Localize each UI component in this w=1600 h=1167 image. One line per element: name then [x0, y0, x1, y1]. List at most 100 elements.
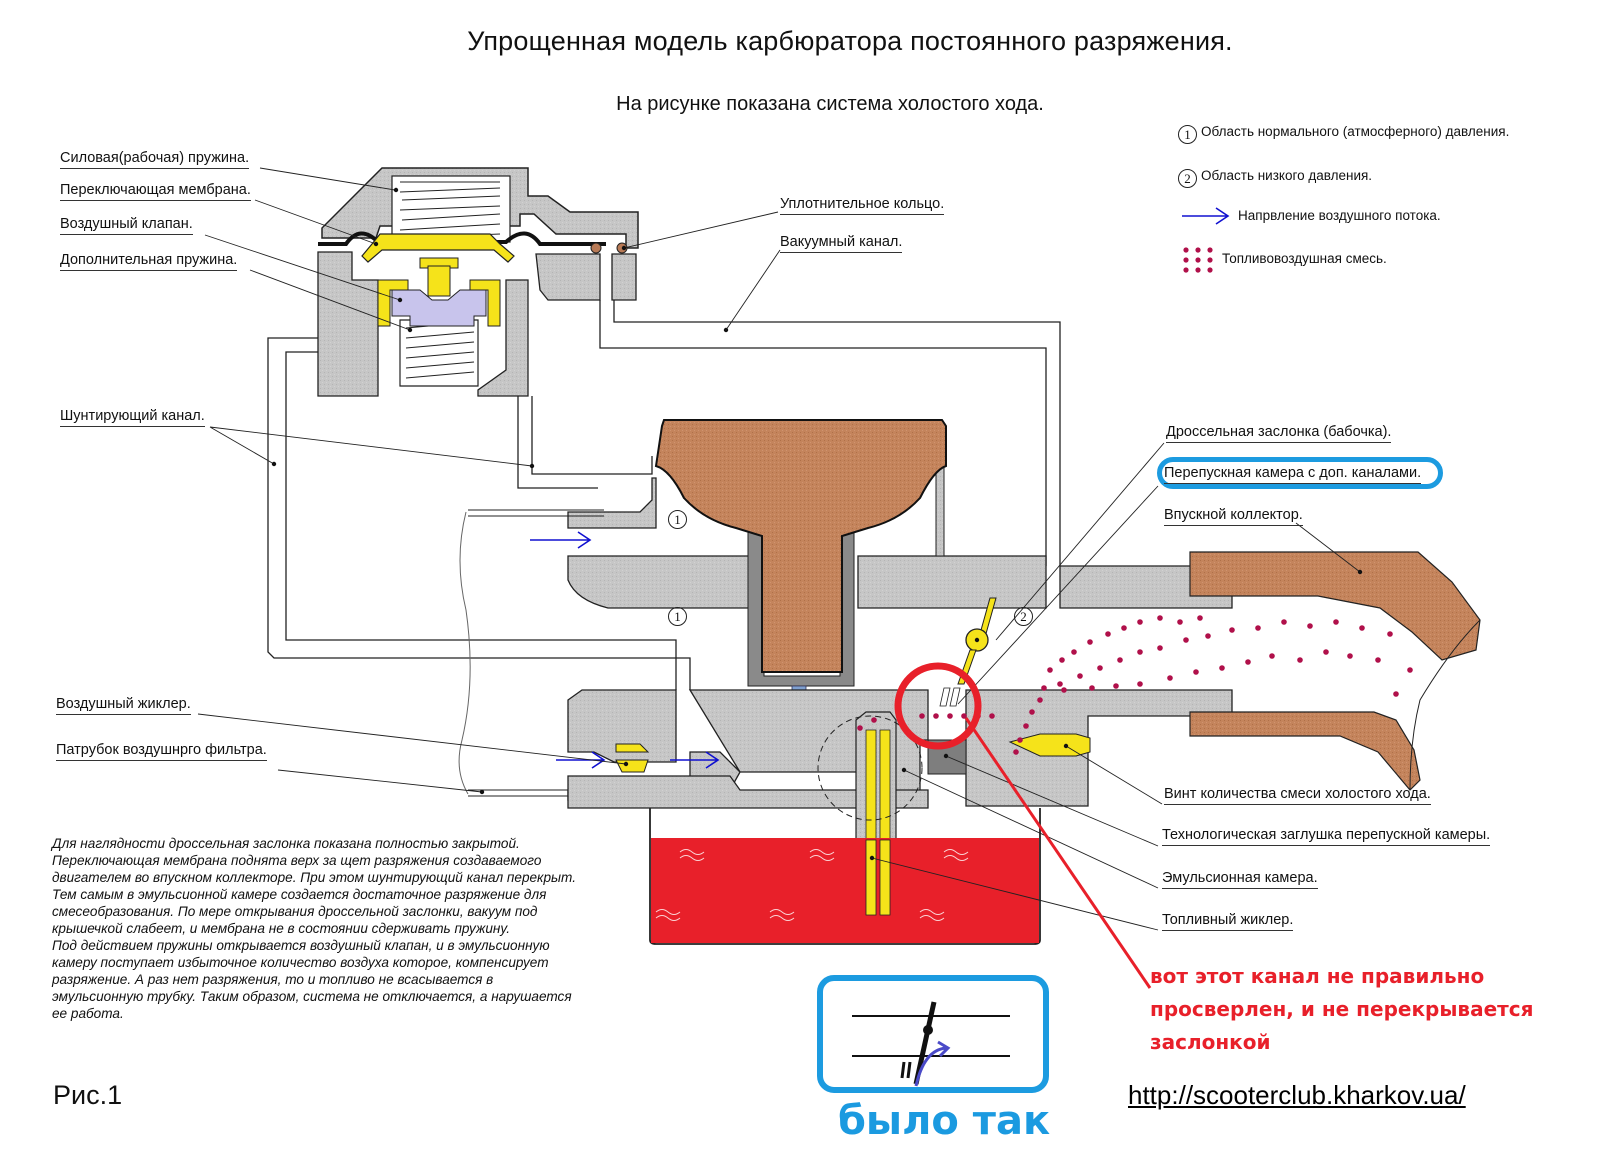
power-spring	[391, 175, 511, 243]
air-valve	[361, 233, 515, 327]
mixture-dot	[1071, 649, 1077, 655]
mixture-dot	[1057, 681, 1063, 687]
o-rings	[590, 242, 628, 254]
mixture-dot	[1077, 673, 1083, 679]
mixture-dot	[1097, 665, 1103, 671]
region-marker-1-lower: 1	[668, 605, 691, 626]
leader-lines	[197, 167, 1361, 931]
label-air-jet: Воздушный жиклер.	[56, 696, 191, 715]
mixture-dot	[871, 717, 877, 723]
mixture-dot	[1183, 637, 1189, 643]
mixture-dot	[1089, 685, 1095, 691]
mixture-dot	[933, 713, 939, 719]
highlight-box	[1157, 457, 1443, 489]
mixture-dot	[1219, 665, 1225, 671]
mixture-dot	[1281, 619, 1287, 625]
mixture-dot	[1297, 657, 1303, 663]
circled-2-icon: 2	[1178, 169, 1197, 188]
site-link[interactable]: http://scooterclub.kharkov.ua/	[1128, 1080, 1466, 1110]
mixture-dot	[1193, 669, 1199, 675]
label-o-ring: Уплотнительное кольцо.	[780, 196, 945, 215]
vacuum-channel	[599, 300, 1061, 566]
mixture-dot	[1041, 685, 1047, 691]
fuel-air-mixture	[857, 615, 1413, 755]
intake-manifold	[1189, 551, 1481, 791]
inset-was-like-this	[817, 975, 1049, 1093]
page-subtitle: На рисунке показана система холостого хо…	[616, 93, 1044, 115]
mixture-dot	[1121, 625, 1127, 631]
region-marker-1-upper: 1	[668, 508, 691, 529]
mixture-dot	[1393, 691, 1399, 697]
mixture-dot	[1197, 615, 1203, 621]
mixture-dot	[1105, 631, 1111, 637]
label-bypass-chamber: Перепускная камера с доп. каналами.	[1164, 465, 1422, 484]
mixture-dot	[1017, 737, 1023, 743]
mixture-dot	[1137, 649, 1143, 655]
label-air-filter-inlet: Патрубок воздушнрго фильтра.	[56, 742, 267, 761]
label-power-spring: Силовая(рабочая) пружина.	[60, 150, 250, 169]
mixture-dot	[1359, 625, 1365, 631]
mixture-dot	[961, 713, 967, 719]
mixture-dot	[1269, 653, 1275, 659]
label-switching-membrane: Переключающая мембрана.	[60, 182, 251, 201]
problem-highlight	[894, 662, 1152, 989]
label-emulsion-chamber: Эмульсионная камера.	[1162, 870, 1318, 889]
label-additional-spring: Дополнительная пружина.	[60, 252, 238, 271]
mixture-dot	[1205, 633, 1211, 639]
lower-body-top	[317, 251, 637, 397]
inset-caption: было так	[838, 1098, 1051, 1144]
idle-mixture-screw	[1008, 733, 1091, 757]
annotation-text: вот этот канал не правильно просверлен, …	[1150, 964, 1534, 1054]
air-jet	[615, 743, 650, 773]
mixture-dot	[1137, 619, 1143, 625]
mixture-dot	[1047, 667, 1053, 673]
mixture-dot	[1023, 723, 1029, 729]
mixture-dot	[1323, 649, 1329, 655]
region-marker-2: 2	[1014, 605, 1037, 626]
mixture-dot	[1387, 631, 1393, 637]
mixture-dot	[1137, 681, 1143, 687]
mixture-dot	[1061, 687, 1067, 693]
legend-item-mixture: Топливовоздушная смесь.	[1222, 251, 1387, 266]
mixture-dot	[1177, 619, 1183, 625]
mixture-dot	[1245, 659, 1251, 665]
label-idle-mixture-screw: Винт количества смеси холостого хода.	[1164, 786, 1431, 805]
mixture-dot	[857, 725, 863, 731]
mixture-dot	[1117, 657, 1123, 663]
mixture-dot	[1059, 657, 1065, 663]
mixture-dot	[1087, 639, 1093, 645]
label-tech-plug: Технологическая заглушка перепускной кам…	[1162, 827, 1491, 846]
label-intake-manifold: Впускной коллектор.	[1164, 507, 1303, 526]
slide-chamber-body	[567, 465, 1233, 609]
mixture-dot	[919, 713, 925, 719]
page-title: Упрощенная модель карбюратора постоянног…	[467, 26, 1233, 56]
mixture-dot	[1255, 625, 1261, 631]
airflow-arrows	[530, 207, 1230, 769]
mixture-dot	[1167, 675, 1173, 681]
mixture-dot	[1375, 657, 1381, 663]
mixture-dot	[1229, 627, 1235, 633]
legend-dots-icon	[1183, 247, 1213, 273]
description-text: Для наглядности дроссельная заслонка пок…	[52, 836, 576, 1021]
float-bowl	[649, 808, 1041, 945]
mixture-dot	[1013, 749, 1019, 755]
mixture-dot	[1113, 683, 1119, 689]
piston-slide	[654, 419, 947, 701]
mixture-dot	[989, 713, 995, 719]
mixture-dot	[1347, 653, 1353, 659]
mixture-dot	[1157, 615, 1163, 621]
bypass-channel	[267, 337, 691, 690]
label-bypass-channel: Шунтирующий канал.	[60, 408, 205, 427]
mixture-dot	[1029, 709, 1035, 715]
mixture-dot	[947, 713, 953, 719]
mixture-dot	[1307, 623, 1313, 629]
mixture-dot	[1333, 619, 1339, 625]
mixture-dot	[1157, 645, 1163, 651]
label-fuel-jet: Топливный жиклер.	[1162, 912, 1294, 931]
mixture-dot	[1407, 667, 1413, 673]
filter-inlet	[458, 509, 604, 797]
circled-1-icon: 1	[1178, 125, 1197, 144]
